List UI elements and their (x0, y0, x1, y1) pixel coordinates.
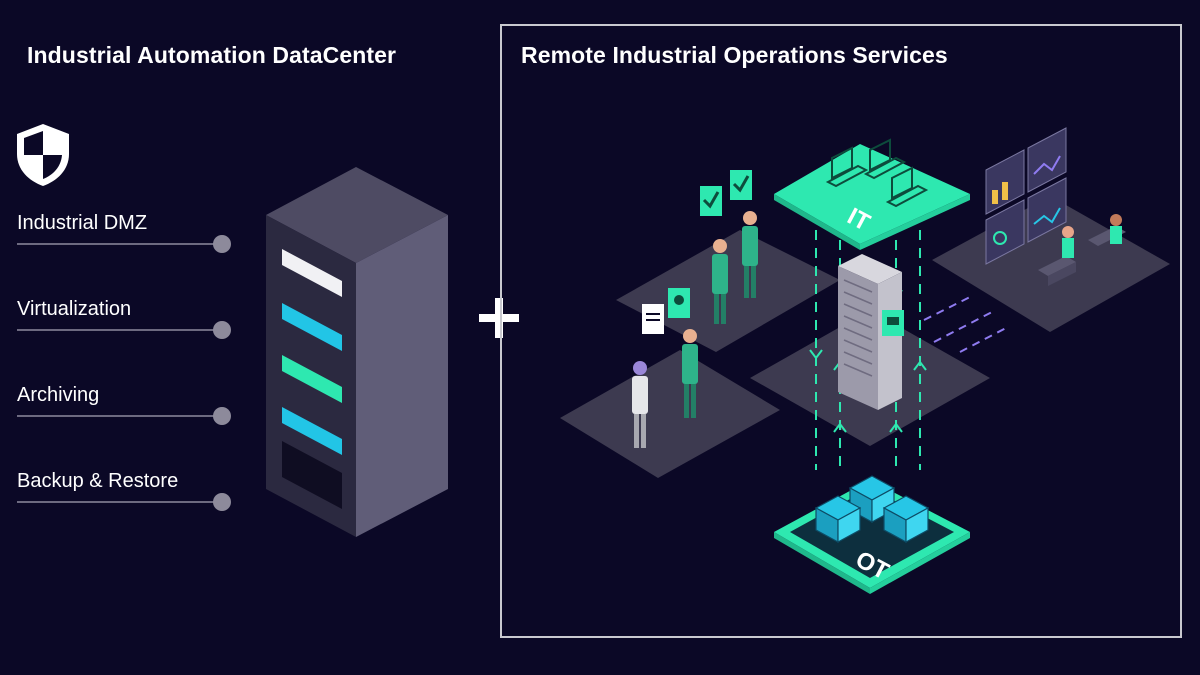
server-icon (266, 167, 448, 537)
feature-archiving: Archiving (17, 384, 233, 425)
feature-connector-dot (213, 493, 231, 511)
feature-backup-restore: Backup & Restore (17, 470, 233, 511)
plus-icon (479, 298, 519, 338)
remote-operators (1038, 214, 1126, 286)
ot-cube-icons (814, 475, 930, 544)
feature-connector-line (17, 329, 215, 331)
it-zone: IT (774, 138, 970, 250)
laptop-icon (825, 138, 929, 208)
checkmark-icon (642, 170, 752, 334)
feature-virtualization: Virtualization (17, 298, 233, 339)
feature-industrial-dmz: Industrial DMZ (17, 212, 233, 253)
feature-label: Archiving (17, 384, 100, 406)
ot-zone: OT (774, 475, 970, 594)
feature-connector-dot (213, 407, 231, 425)
monitoring-links (923, 295, 1007, 353)
feature-connector-line (17, 243, 215, 245)
right-panel-title: Remote Industrial Operations Services (521, 42, 948, 68)
feature-label: Backup & Restore (17, 470, 179, 492)
feature-connector-line (17, 415, 215, 417)
shield-icon (17, 124, 69, 186)
field-team (632, 211, 758, 448)
remote-services-frame (500, 24, 1182, 638)
feature-label: Virtualization (17, 298, 132, 320)
left-panel-title: Industrial Automation DataCenter (27, 42, 397, 68)
monitor-icon (985, 127, 1067, 265)
feature-connector-dot (213, 235, 231, 253)
remote-operations-illustration: IT OT (560, 127, 1170, 594)
team-platform-front (560, 350, 780, 478)
feature-connector-dot (213, 321, 231, 339)
feature-connector-line (17, 501, 215, 503)
central-server-rack (838, 254, 904, 410)
feature-label: Industrial DMZ (17, 212, 148, 234)
